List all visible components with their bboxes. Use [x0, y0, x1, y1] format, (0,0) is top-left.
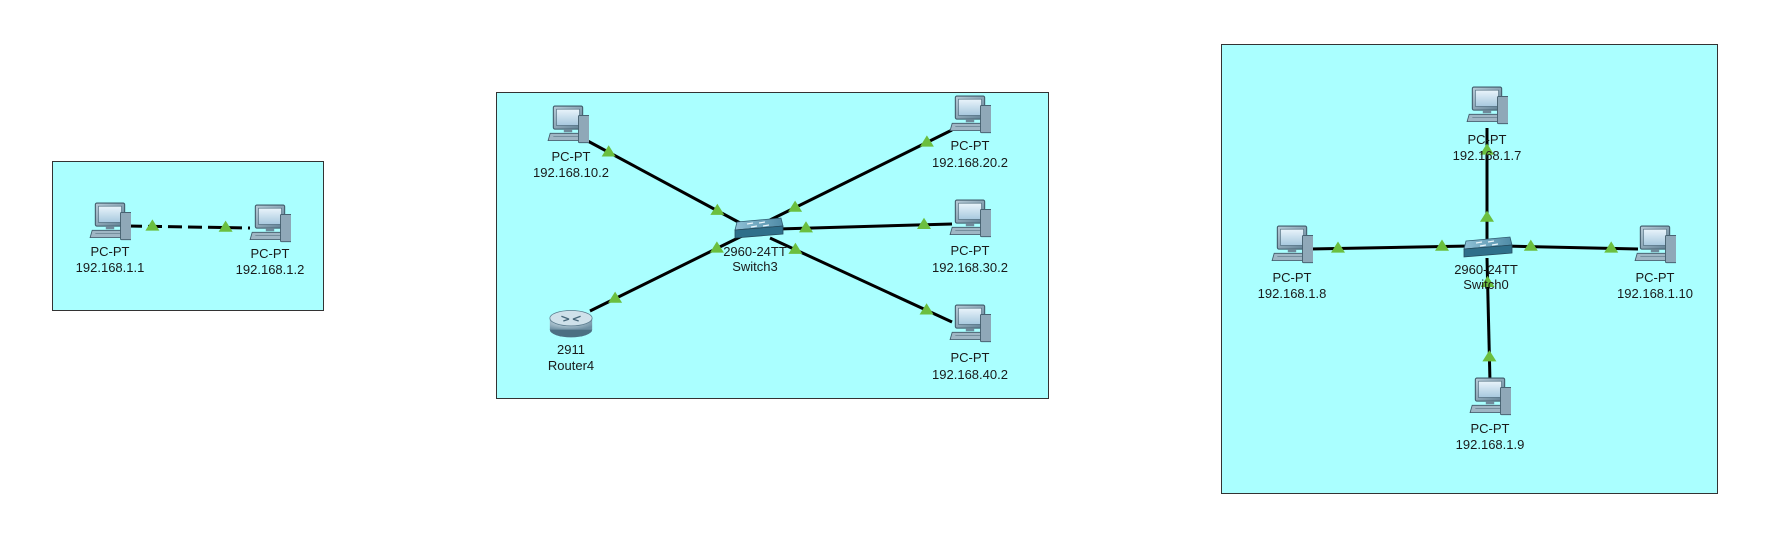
link-status-indicator-pc-1-8 — [1330, 241, 1345, 253]
link-status-indicator-switch3 — [788, 200, 803, 212]
network-zone-2 — [496, 92, 1049, 399]
link-layer — [127, 128, 1639, 383]
link-indicator-layer — [145, 135, 1619, 362]
link-status-indicator-switch0 — [1480, 275, 1495, 287]
link-status-indicator-pc-10-2 — [601, 145, 616, 157]
pc-icon — [1271, 225, 1313, 264]
device-model-label: PC-PT — [951, 138, 990, 153]
pc-icon — [1469, 377, 1511, 416]
device-name-label: 192.168.1.9 — [1456, 437, 1525, 452]
device-model-label: PC-PT — [1636, 270, 1675, 285]
pc-icon — [949, 304, 991, 343]
pc-icon — [1466, 86, 1508, 125]
device-model-label: 2960-24TT — [723, 244, 787, 259]
link-pc-1-10-to-switch0[interactable] — [1503, 244, 1639, 251]
pc-icon — [89, 202, 131, 241]
device-name-label: 192.168.20.2 — [932, 155, 1008, 170]
device-name-label: 192.168.40.2 — [932, 367, 1008, 382]
link-status-indicator-pc-20-2 — [919, 135, 934, 147]
link-status-indicator-switch3 — [788, 242, 803, 254]
device-pc-30-2[interactable]: PC-PT 192.168.30.2 — [932, 199, 1008, 275]
pc-icon — [547, 105, 589, 144]
device-model-label: PC-PT — [91, 244, 130, 259]
device-name-label: 192.168.10.2 — [533, 165, 609, 180]
device-model-label: PC-PT — [1273, 270, 1312, 285]
device-model-label: 2911 — [557, 342, 585, 357]
link-status-indicator-switch0 — [1435, 239, 1450, 251]
link-status-indicator-switch0 — [1480, 210, 1494, 222]
link-status-indicator-switch3 — [710, 203, 725, 215]
link-status-indicator-switch0 — [1523, 239, 1538, 251]
link-status-indicator-pc-1-10 — [1604, 241, 1619, 253]
device-name-label: Switch0 — [1463, 277, 1509, 292]
device-model-label: PC-PT — [552, 149, 591, 164]
device-name-label: 192.168.1.8 — [1258, 286, 1327, 301]
device-name-label: 192.168.1.1 — [76, 260, 145, 275]
device-name-label: Switch3 — [732, 259, 778, 274]
device-name-label: 192.168.1.2 — [236, 262, 305, 277]
router-icon — [549, 309, 593, 339]
device-pc-40-2[interactable]: PC-PT 192.168.40.2 — [932, 304, 1008, 382]
device-model-label: PC-PT — [1471, 421, 1510, 436]
device-model-label: PC-PT — [1468, 132, 1507, 147]
link-status-indicator-pc-30-2 — [917, 217, 932, 230]
link-status-indicator-pc-1-9 — [1482, 350, 1497, 362]
link-status-indicator-pc-1-7 — [1480, 143, 1494, 155]
device-layer: PC-PT192.168.1.1PC-PT192.168.1.2PC-PT192… — [76, 86, 1693, 452]
link-status-indicator-pc-2 — [218, 220, 233, 232]
switch-icon — [734, 217, 784, 239]
device-name-label: Router4 — [548, 358, 594, 373]
link-status-indicator-pc-1 — [145, 219, 160, 231]
device-name-label: 192.168.30.2 — [932, 260, 1008, 275]
pc-icon — [249, 204, 291, 243]
device-name-label: 192.168.1.7 — [1453, 148, 1522, 163]
device-model-label: 2960-24TT — [1454, 262, 1518, 277]
pc-icon — [1634, 225, 1676, 264]
link-pc-1-to-pc-2[interactable] — [127, 224, 251, 230]
link-status-indicator-switch3 — [798, 221, 813, 233]
device-model-label: PC-PT — [251, 246, 290, 261]
device-name-label: 192.168.1.10 — [1617, 286, 1693, 301]
link-status-indicator-router4 — [608, 291, 623, 303]
device-pc-20-2[interactable]: PC-PT 192.168.20.2 — [932, 95, 1008, 170]
device-model-label: PC-PT — [951, 350, 990, 365]
link-status-indicator-switch3 — [709, 241, 724, 253]
pc-icon — [949, 199, 991, 238]
pc-icon — [949, 95, 991, 134]
switch-icon — [1463, 236, 1513, 258]
link-status-indicator-pc-40-2 — [919, 303, 934, 315]
device-model-label: PC-PT — [951, 243, 990, 258]
